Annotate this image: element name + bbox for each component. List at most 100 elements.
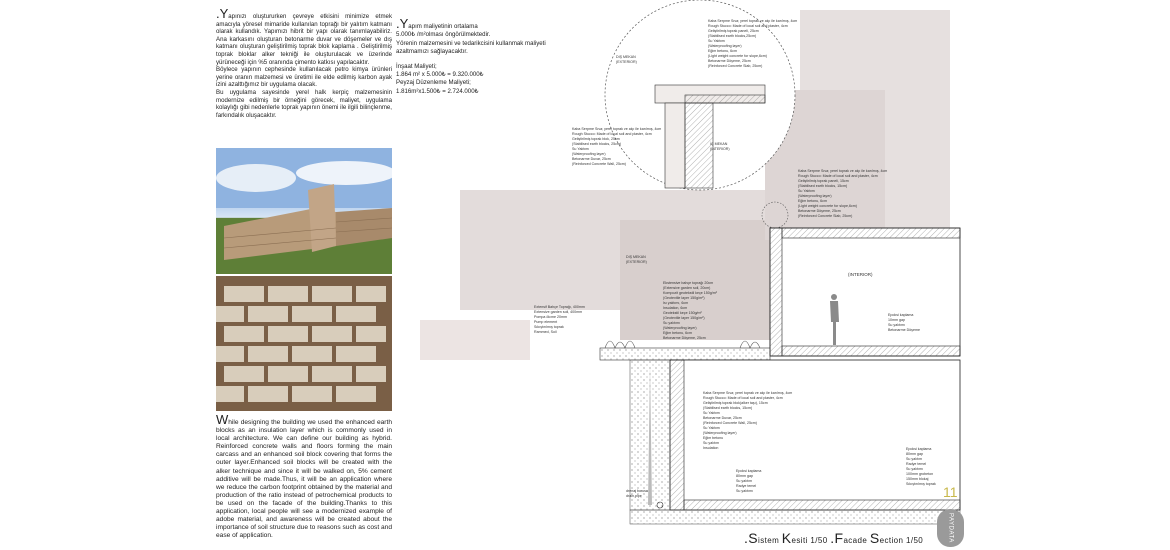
intro-paragraph: .Yapınızı oluştururken çevreye etkisini …: [216, 6, 392, 66]
spec-note-wall: Kaba Serpme Sıva; yerel toprak ve alçı i…: [572, 127, 661, 166]
svg-text:(Reinforced Concrete Wall, 25c: (Reinforced Concrete Wall, 25cm): [572, 162, 626, 166]
svg-text:Betonarme Duvar, 25cm: Betonarme Duvar, 25cm: [572, 157, 611, 161]
svg-text:Su yalıtım: Su yalıtım: [906, 457, 922, 461]
svg-text:Eğim betonu: Eğim betonu: [703, 436, 723, 440]
earth-block-wall-photo: [216, 148, 392, 274]
svg-text:Isı yalıtımı, 6cm: Isı yalıtımı, 6cm: [663, 301, 688, 305]
svg-text:(Stabilised earth blocks, 15cm: (Stabilised earth blocks, 15cm): [798, 184, 847, 188]
brand-logo-icon: PAYDATA: [937, 509, 964, 547]
label-dis-mekan: DIŞ MEKAN: [616, 55, 636, 59]
spec-note-floor-low-left: Epoksi kaplama 80mm gap Su yalıtım Radye…: [736, 469, 761, 493]
spec-note-right: Kaba Serpme Sıva; yerel toprak ve alçı i…: [798, 169, 887, 218]
svg-text:Kaba Serpme Sıva; yerel toprak: Kaba Serpme Sıva; yerel toprak ve alçı i…: [703, 391, 792, 395]
svg-text:Eğim betonu, 6cm: Eğim betonu, 6cm: [708, 49, 737, 53]
svg-text:(Reinforced Concrete Wall, 25c: (Reinforced Concrete Wall, 25cm): [703, 421, 757, 425]
svg-text:10mm gap: 10mm gap: [888, 318, 905, 322]
svg-text:Extensive garden soil, 400mm: Extensive garden soil, 400mm: [534, 310, 582, 314]
svg-text:Su yalıtımı: Su yalıtımı: [663, 321, 680, 325]
svg-text:Rough Stucco: Made of local so: Rough Stucco: Made of local soil and pla…: [572, 132, 652, 136]
svg-text:drenaj borusu: drenaj borusu: [626, 489, 648, 493]
svg-text:80mm gap: 80mm gap: [906, 452, 923, 456]
svg-text:Su yalıtımı: Su yalıtımı: [736, 489, 753, 493]
svg-text:Eğim betonu, 6cm: Eğim betonu, 6cm: [798, 199, 827, 203]
spec-note-top: Kaba Serpme Sıva; yerel toprak ve alçı i…: [708, 19, 797, 68]
person-silhouette-upper: [830, 294, 839, 345]
svg-text:Kompozit geotekstil keçe 150g/: Kompozit geotekstil keçe 150g/m²: [663, 291, 718, 295]
svg-text:Kaba Serpme Sıva; yerel toprak: Kaba Serpme Sıva; yerel toprak ve alçı i…: [708, 19, 797, 23]
photo-illustration: [216, 148, 392, 274]
label-interior-room: (INTERIOR): [848, 272, 873, 277]
svg-text:Radye temel: Radye temel: [736, 484, 756, 488]
svg-text:(Light weight concrete for slo: (Light weight concrete for slope,6cm): [798, 204, 857, 208]
cost-paragraph: .Yapım maliyetinin ortalama 5.000₺ /m²ol…: [396, 16, 546, 56]
cost-figures: İnşaat Maliyeti; 1.864 m² x 5.000₺ = 9.3…: [396, 62, 484, 95]
adobe-brick-photo: [216, 276, 392, 411]
svg-text:Geliştirilmiş toprak paneli, 2: Geliştirilmiş toprak paneli, 25cm: [708, 29, 759, 33]
drop-cap-cost: .Y: [396, 16, 409, 31]
svg-text:Su yalıtım: Su yalıtım: [703, 441, 719, 445]
svg-text:Geliştirilmiş toprak blok, 25c: Geliştirilmiş toprak blok, 25cm: [572, 137, 620, 141]
label-exterior: (EXTERIOR): [616, 60, 637, 64]
svg-text:(Waterproofing layer): (Waterproofing layer): [663, 326, 697, 330]
spec-note-gravel: Extensif Bahçe Toprağı, 400mm Extensive …: [534, 305, 585, 334]
facade-mass: [620, 220, 770, 340]
intro-text-en: While designing the building we used the…: [216, 413, 392, 540]
svg-text:(Stabilised earth blocks,25cm): (Stabilised earth blocks,25cm): [708, 34, 756, 38]
svg-text:(Geotextile layer 150g/m²): (Geotextile layer 150g/m²): [663, 296, 705, 300]
svg-text:(Waterproofing layer): (Waterproofing layer): [703, 431, 737, 435]
svg-text:(Light weight concrete for slo: (Light weight concrete for slope,6cm): [708, 54, 767, 58]
svg-text:(Reinforced Concrete Slab, 25c: (Reinforced Concrete Slab, 25cm): [708, 64, 762, 68]
svg-text:Rough Stucco: Made of local so: Rough Stucco: Made of local soil and pla…: [798, 174, 878, 178]
svg-text:100mm grobeton: 100mm grobeton: [906, 472, 933, 476]
svg-text:Betonarme Döşeme, 25cm: Betonarme Döşeme, 25cm: [798, 209, 841, 213]
svg-text:80mm gap: 80mm gap: [736, 474, 753, 478]
intro-text-tr: .Yapınızı oluştururken çevreye etkisini …: [216, 6, 392, 119]
svg-text:Insulation, 6cm: Insulation, 6cm: [663, 306, 687, 310]
svg-text:Sıkıştırılmış toprak: Sıkıştırılmış toprak: [534, 325, 564, 329]
svg-text:Epoksi kaplama: Epoksi kaplama: [888, 313, 913, 317]
svg-text:Eğim betonu, 6cm: Eğim betonu, 6cm: [663, 331, 692, 335]
cost-text: .Yapım maliyetinin ortalama 5.000₺ /m²ol…: [396, 16, 546, 102]
svg-text:(Extensive garden soil, 20cm): (Extensive garden soil, 20cm): [663, 286, 710, 290]
svg-text:(Waterproofing layer): (Waterproofing layer): [798, 194, 832, 198]
spec-note-floor-right: Epoksi kaplama 10mm gap Su yalıtımı Beto…: [888, 313, 920, 332]
spec-note-roof-garden: Ekstensive bahçe toprağı 20cm (Extensive…: [663, 281, 718, 340]
svg-text:Betonarme Duvar, 25cm: Betonarme Duvar, 25cm: [703, 416, 742, 420]
spec-note-floor-low-right: Epoksi kaplama 80mm gap Su yalıtım Radye…: [906, 447, 936, 486]
svg-text:Su Yalıtımı: Su Yalıtımı: [703, 426, 720, 430]
svg-text:Su yalıtımı: Su yalıtımı: [906, 467, 923, 471]
svg-text:Sıkıştırılmış toprak: Sıkıştırılmış toprak: [906, 482, 936, 486]
svg-text:Su Yalıtımı: Su Yalıtımı: [703, 411, 720, 415]
svg-text:Geliştirilmiş toprak paneli, 1: Geliştirilmiş toprak paneli, 15cm: [798, 179, 849, 183]
svg-text:Ekstensive bahçe toprağı 20cm: Ekstensive bahçe toprağı 20cm: [663, 281, 713, 285]
svg-text:Geliştirilmiş toprak blok(alke: Geliştirilmiş toprak blok(alker taşı), 1…: [703, 401, 768, 405]
section-drawing: DIŞ MEKAN (EXTERIOR) İÇ MEKAN (INTERIOR)…: [420, 0, 961, 525]
drain-pipe-note: drenaj borusu drain pipe: [626, 489, 664, 509]
svg-text:Su Yalıtımı: Su Yalıtımı: [708, 39, 725, 43]
svg-text:Su Yalıtımı: Su Yalıtımı: [798, 189, 815, 193]
label-exterior-2: (EXTERIOR): [626, 260, 647, 264]
svg-text:Insulation: Insulation: [703, 446, 718, 450]
drop-cap: .Y: [216, 6, 229, 21]
svg-text:(Waterproofing layer): (Waterproofing layer): [572, 152, 606, 156]
section-mark-circle: [761, 201, 789, 229]
svg-text:Betonarme Döşeme, 25cm: Betonarme Döşeme, 25cm: [708, 59, 751, 63]
svg-text:Radye temel: Radye temel: [906, 462, 926, 466]
svg-text:Rammed, Soil: Rammed, Soil: [534, 330, 557, 334]
svg-text:Pompa ölcme 20mm: Pompa ölcme 20mm: [534, 315, 567, 319]
paragraph-3: Bu uygulama sayesinde yerel halk kerpiç …: [216, 88, 392, 119]
svg-text:Betonarme Döşeme: Betonarme Döşeme: [888, 328, 920, 332]
label-ic-mekan: İÇ MEKAN: [710, 141, 728, 146]
svg-text:drain pipe: drain pipe: [626, 494, 642, 498]
lower-room: [629, 359, 961, 525]
svg-text:(Geotextile layer 150g/m²): (Geotextile layer 150g/m²): [663, 316, 705, 320]
roof-garden: [599, 340, 771, 361]
facade-mass: [420, 320, 530, 360]
svg-text:(Stabilised earth blocks, 15cm: (Stabilised earth blocks, 15cm): [703, 406, 752, 410]
paragraph-2: Böylece yapının cephesinde kullanılacak …: [216, 66, 392, 89]
svg-text:Extensif Bahçe Toprağı, 400mm: Extensif Bahçe Toprağı, 400mm: [534, 305, 585, 309]
brick-illustration: [216, 276, 392, 411]
svg-text:Rough Stucco: Made of local so: Rough Stucco: Made of local soil and pla…: [703, 396, 783, 400]
svg-text:(Waterproofing layer): (Waterproofing layer): [708, 44, 742, 48]
svg-text:Geotekstil keçe 150g/m²: Geotekstil keçe 150g/m²: [663, 311, 703, 315]
